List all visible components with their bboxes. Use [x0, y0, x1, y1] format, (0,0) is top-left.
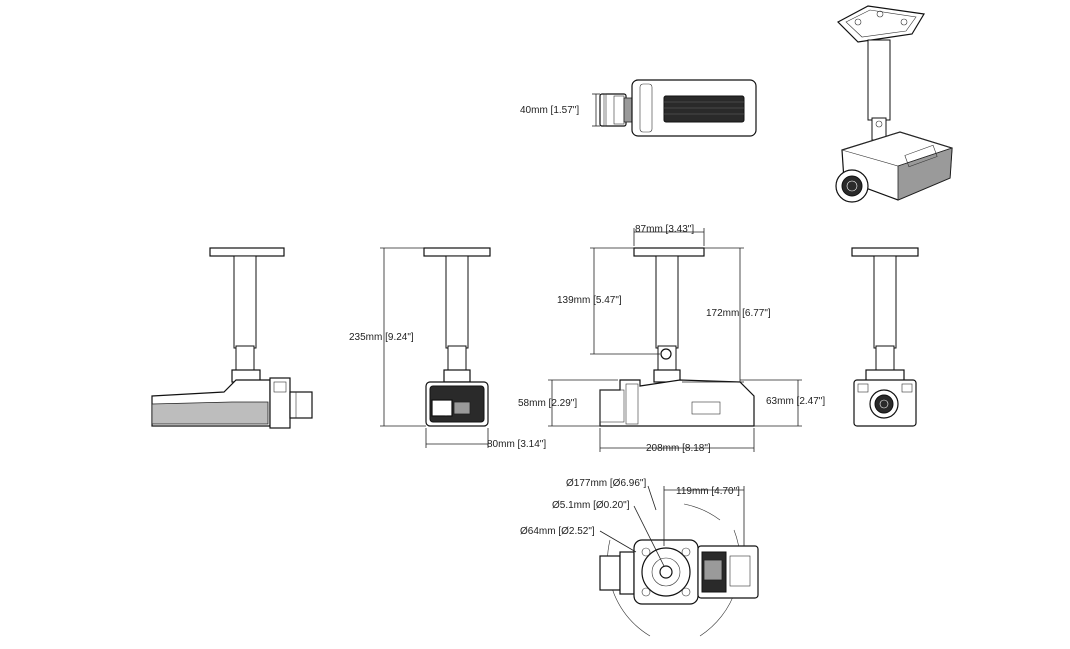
side-view-left: [151, 247, 313, 429]
total-drop-label: 172mm [6.77"]: [706, 308, 771, 319]
hole-diameter-label: Ø5.1mm [Ø0.20"]: [552, 500, 630, 511]
body-height-rear-label: 63mm [2.47"]: [766, 396, 825, 407]
body-height-label: 58mm [2.29"]: [518, 398, 577, 409]
plan-view: Ø177mm [Ø6.96"] Ø5.1mm [Ø0.20"] Ø64mm [Ø…: [520, 478, 759, 637]
lens-height-label: 40mm [1.57"]: [520, 105, 579, 116]
top-view: 40mm [1.57"]: [520, 79, 757, 137]
mount-width-label: 87mm [3.43"]: [635, 224, 694, 235]
front-view: 235mm [9.24"] 80mm [3.14"]: [349, 247, 546, 450]
offset-length-label: 119mm [4.70"]: [676, 486, 740, 497]
base-diameter-label: Ø64mm [Ø2.52"]: [520, 526, 595, 537]
side-view-center: 87mm [3.43"] 139mm [5.47"] 172mm [6.77"]…: [518, 224, 825, 454]
rear-view: [851, 247, 919, 427]
overall-height-label: 235mm [9.24"]: [349, 332, 414, 343]
swing-diameter-label: Ø177mm [Ø6.96"]: [566, 478, 646, 489]
pole-length-label: 139mm [5.47"]: [557, 295, 622, 306]
isometric-view: [835, 5, 953, 203]
body-length-label: 208mm [8.18"]: [646, 443, 711, 454]
body-width-label: 80mm [3.14"]: [487, 439, 546, 450]
